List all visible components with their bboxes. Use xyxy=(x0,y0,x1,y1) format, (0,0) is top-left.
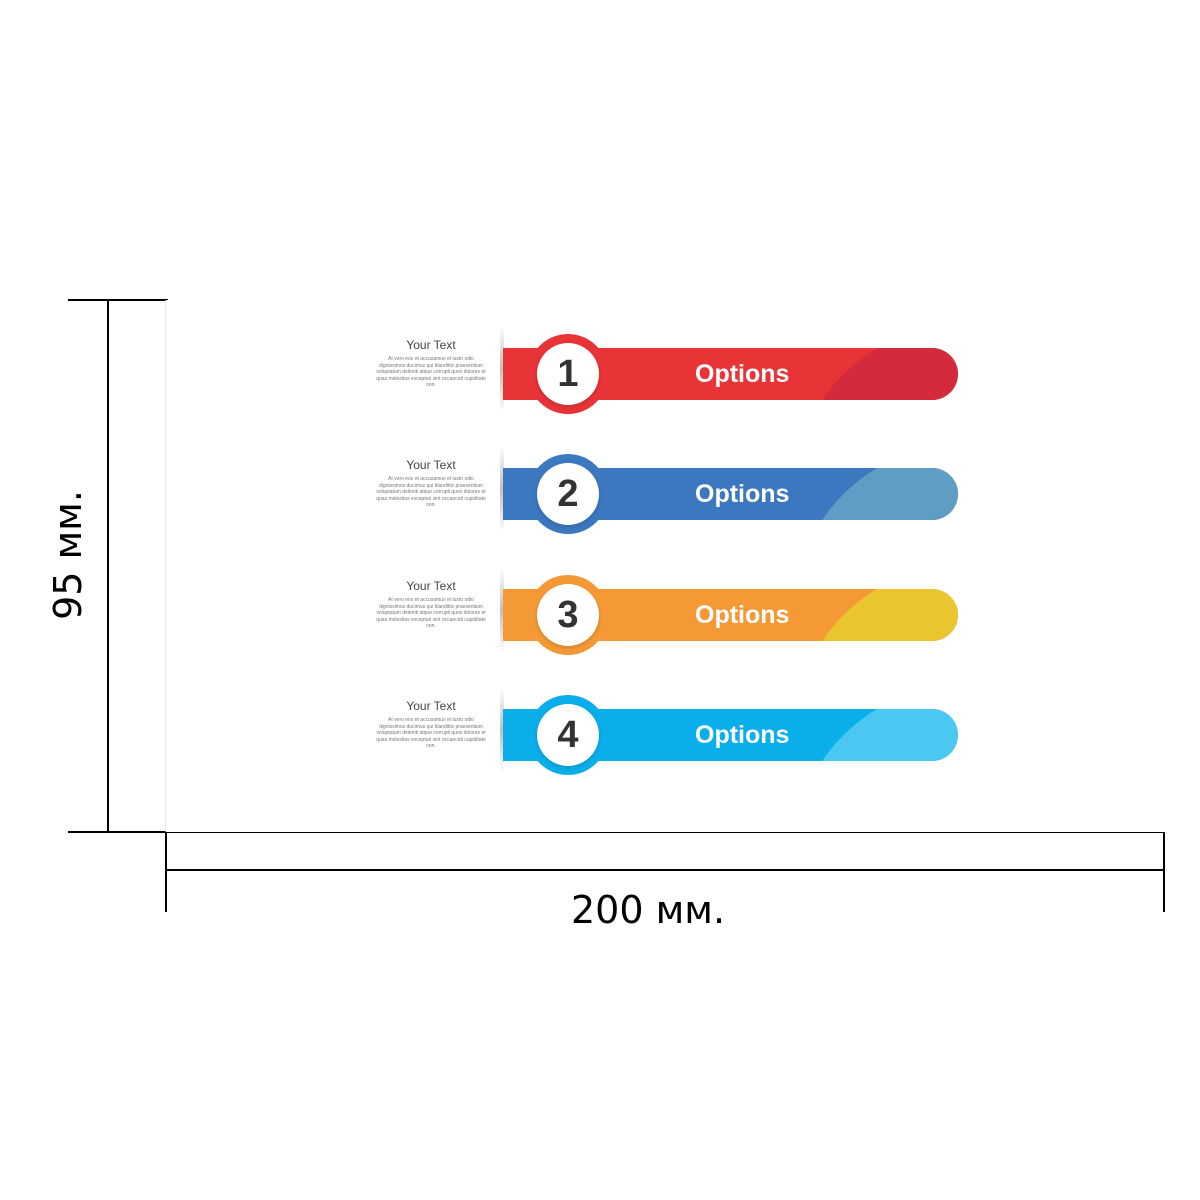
width-dimension-label: 200 мм. xyxy=(571,888,726,932)
separator xyxy=(500,326,504,412)
option-number: 4 xyxy=(537,704,599,766)
option-number: 1 xyxy=(537,343,599,405)
option-row-3: Your Text At vero eos et accusamus et iu… xyxy=(166,567,1166,671)
option-text-block: Your Text At vero eos et accusamus et iu… xyxy=(371,458,491,509)
option-number-badge: 3 xyxy=(528,575,608,655)
option-number-badge: 4 xyxy=(528,695,608,775)
option-number: 3 xyxy=(537,584,599,646)
bar-accent xyxy=(808,589,958,641)
option-description: At vero eos et accusamus et iusto odio d… xyxy=(376,597,486,630)
option-number-badge: 1 xyxy=(528,334,608,414)
option-title: Your Text xyxy=(406,579,456,593)
bar-accent xyxy=(808,348,958,400)
bar-accent xyxy=(808,468,958,520)
option-label: Options xyxy=(695,721,790,749)
option-number-badge: 2 xyxy=(528,454,608,534)
height-dimension-label: 95 мм. xyxy=(46,490,90,620)
infographic-panel: Your Text At vero eos et accusamus et iu… xyxy=(166,300,1166,832)
option-label: Options xyxy=(695,601,790,629)
option-text-block: Your Text At vero eos et accusamus et iu… xyxy=(371,579,491,630)
option-row-2: Your Text At vero eos et accusamus et iu… xyxy=(166,446,1166,550)
option-title: Your Text xyxy=(406,699,456,713)
option-text-block: Your Text At vero eos et accusamus et iu… xyxy=(371,699,491,750)
option-row-4: Your Text At vero eos et accusamus et iu… xyxy=(166,687,1166,791)
option-row-1: Your Text At vero eos et accusamus et iu… xyxy=(166,326,1166,430)
separator xyxy=(500,567,504,653)
option-label: Options xyxy=(695,360,790,388)
separator xyxy=(500,446,504,532)
option-title: Your Text xyxy=(406,338,456,352)
option-number: 2 xyxy=(537,463,599,525)
separator xyxy=(500,687,504,773)
option-title: Your Text xyxy=(406,458,456,472)
option-description: At vero eos et accusamus et iusto odio d… xyxy=(376,356,486,389)
option-label: Options xyxy=(695,480,790,508)
option-text-block: Your Text At vero eos et accusamus et iu… xyxy=(371,338,491,389)
option-description: At vero eos et accusamus et iusto odio d… xyxy=(376,717,486,750)
option-description: At vero eos et accusamus et iusto odio d… xyxy=(376,476,486,509)
bar-accent xyxy=(808,709,958,761)
